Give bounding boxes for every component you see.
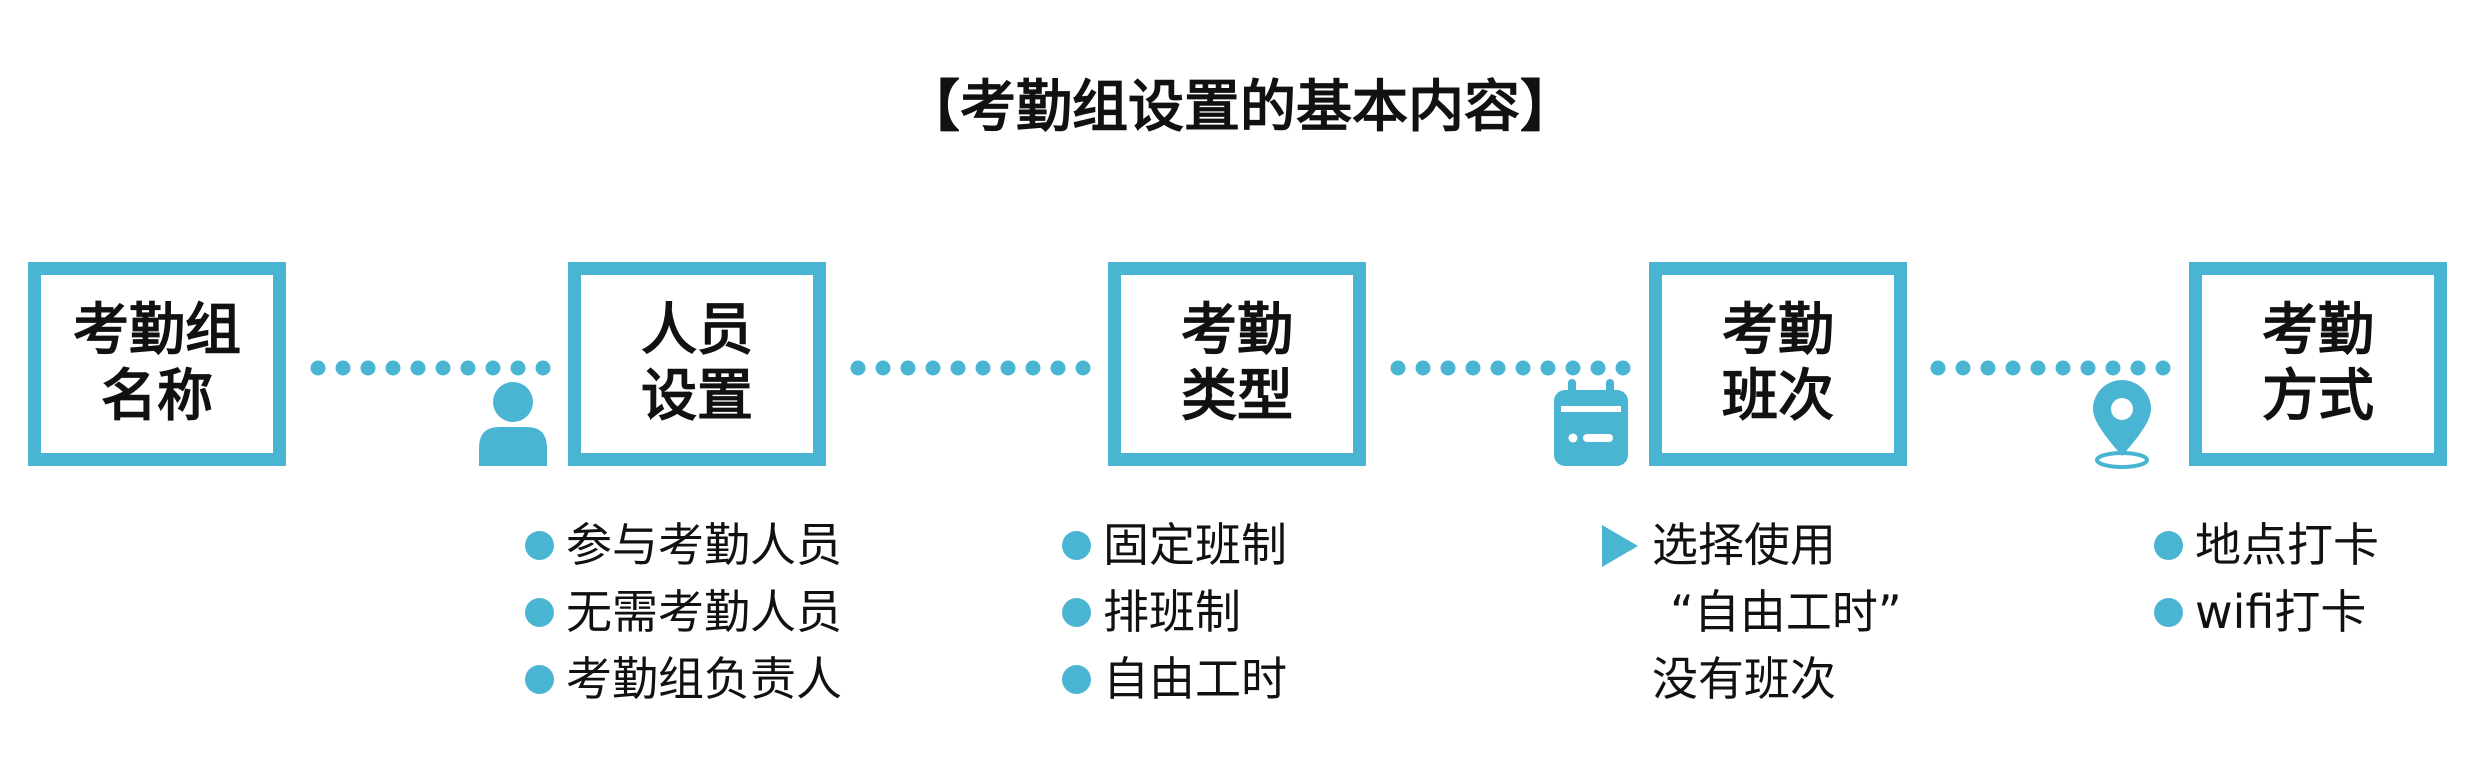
calendar-icon — [1554, 379, 1628, 466]
step-label-line: 名称 — [101, 364, 213, 429]
list-item-continuation: “自由工时” — [1602, 579, 1902, 646]
step-box-attendance-group-name: 考勤组 名称 — [28, 262, 286, 466]
person-icon — [479, 382, 547, 466]
location-pin-icon — [2093, 380, 2151, 469]
step-label-line: 人员 — [641, 298, 753, 363]
bullet-dot-icon — [525, 665, 554, 694]
dotted-connector — [310, 360, 551, 376]
list-item: 无需考勤人员 — [525, 579, 842, 646]
list-item-text: 地点打卡 — [2195, 518, 2379, 572]
diagram-title: 【考勤组设置的基本内容】 — [904, 75, 1576, 140]
step-label-line: 考勤 — [1181, 298, 1293, 363]
list-item: 考勤组负责人 — [525, 646, 842, 713]
bullet-dot-icon — [1062, 598, 1091, 627]
bullet-dot-icon — [525, 598, 554, 627]
list-item-text: 自由工时 — [1103, 652, 1287, 706]
list-item: 自由工时 — [1062, 646, 1287, 713]
list-item-text: 没有班次 — [1652, 652, 1836, 706]
step-label-line: 设置 — [641, 364, 753, 429]
dotted-connector — [1390, 360, 1631, 376]
list-item: 地点打卡 — [2154, 512, 2379, 579]
step-label-line: 考勤 — [1722, 298, 1834, 363]
step-box-attendance-type: 考勤 类型 — [1108, 262, 1366, 466]
list-item: 固定班制 — [1062, 512, 1287, 579]
shift-detail-note: 选择使用 “自由工时” 没有班次 — [1602, 512, 1902, 713]
list-item: 选择使用 — [1602, 512, 1902, 579]
step-box-personnel-settings: 人员 设置 — [568, 262, 826, 466]
step-box-attendance-method: 考勤 方式 — [2189, 262, 2447, 466]
list-item-text: wifi打卡 — [2195, 585, 2367, 639]
bullet-dot-icon — [2154, 598, 2183, 627]
triangle-bullet-icon — [1602, 524, 1638, 567]
list-item: wifi打卡 — [2154, 579, 2379, 646]
list-item: 排班制 — [1062, 579, 1287, 646]
bullet-dot-icon — [1062, 531, 1091, 560]
step-label-line: 考勤 — [2262, 298, 2374, 363]
list-item-text: 无需考勤人员 — [566, 585, 842, 639]
dotted-connector — [1930, 360, 2171, 376]
list-item-text: 考勤组负责人 — [566, 652, 842, 706]
step-label-line: 考勤组 — [73, 298, 241, 363]
step-label-line: 类型 — [1181, 364, 1293, 429]
list-item-text: “自由工时” — [1670, 585, 1902, 639]
method-detail-list: 地点打卡 wifi打卡 — [2154, 512, 2379, 646]
step-label-line: 方式 — [2262, 364, 2374, 429]
list-item: 参与考勤人员 — [525, 512, 842, 579]
bullet-dot-icon — [525, 531, 554, 560]
dotted-connector — [850, 360, 1091, 376]
bullet-dot-icon — [2154, 531, 2183, 560]
step-box-attendance-shift: 考勤 班次 — [1649, 262, 1907, 466]
list-item-text: 参与考勤人员 — [566, 518, 842, 572]
bullet-dot-icon — [1062, 665, 1091, 694]
personnel-detail-list: 参与考勤人员 无需考勤人员 考勤组负责人 — [525, 512, 842, 713]
list-item-text: 固定班制 — [1103, 518, 1287, 572]
list-item-text: 选择使用 — [1652, 518, 1836, 572]
step-label-line: 班次 — [1722, 364, 1834, 429]
list-item-text: 排班制 — [1103, 585, 1241, 639]
list-item-continuation: 没有班次 — [1602, 646, 1902, 713]
type-detail-list: 固定班制 排班制 自由工时 — [1062, 512, 1287, 713]
